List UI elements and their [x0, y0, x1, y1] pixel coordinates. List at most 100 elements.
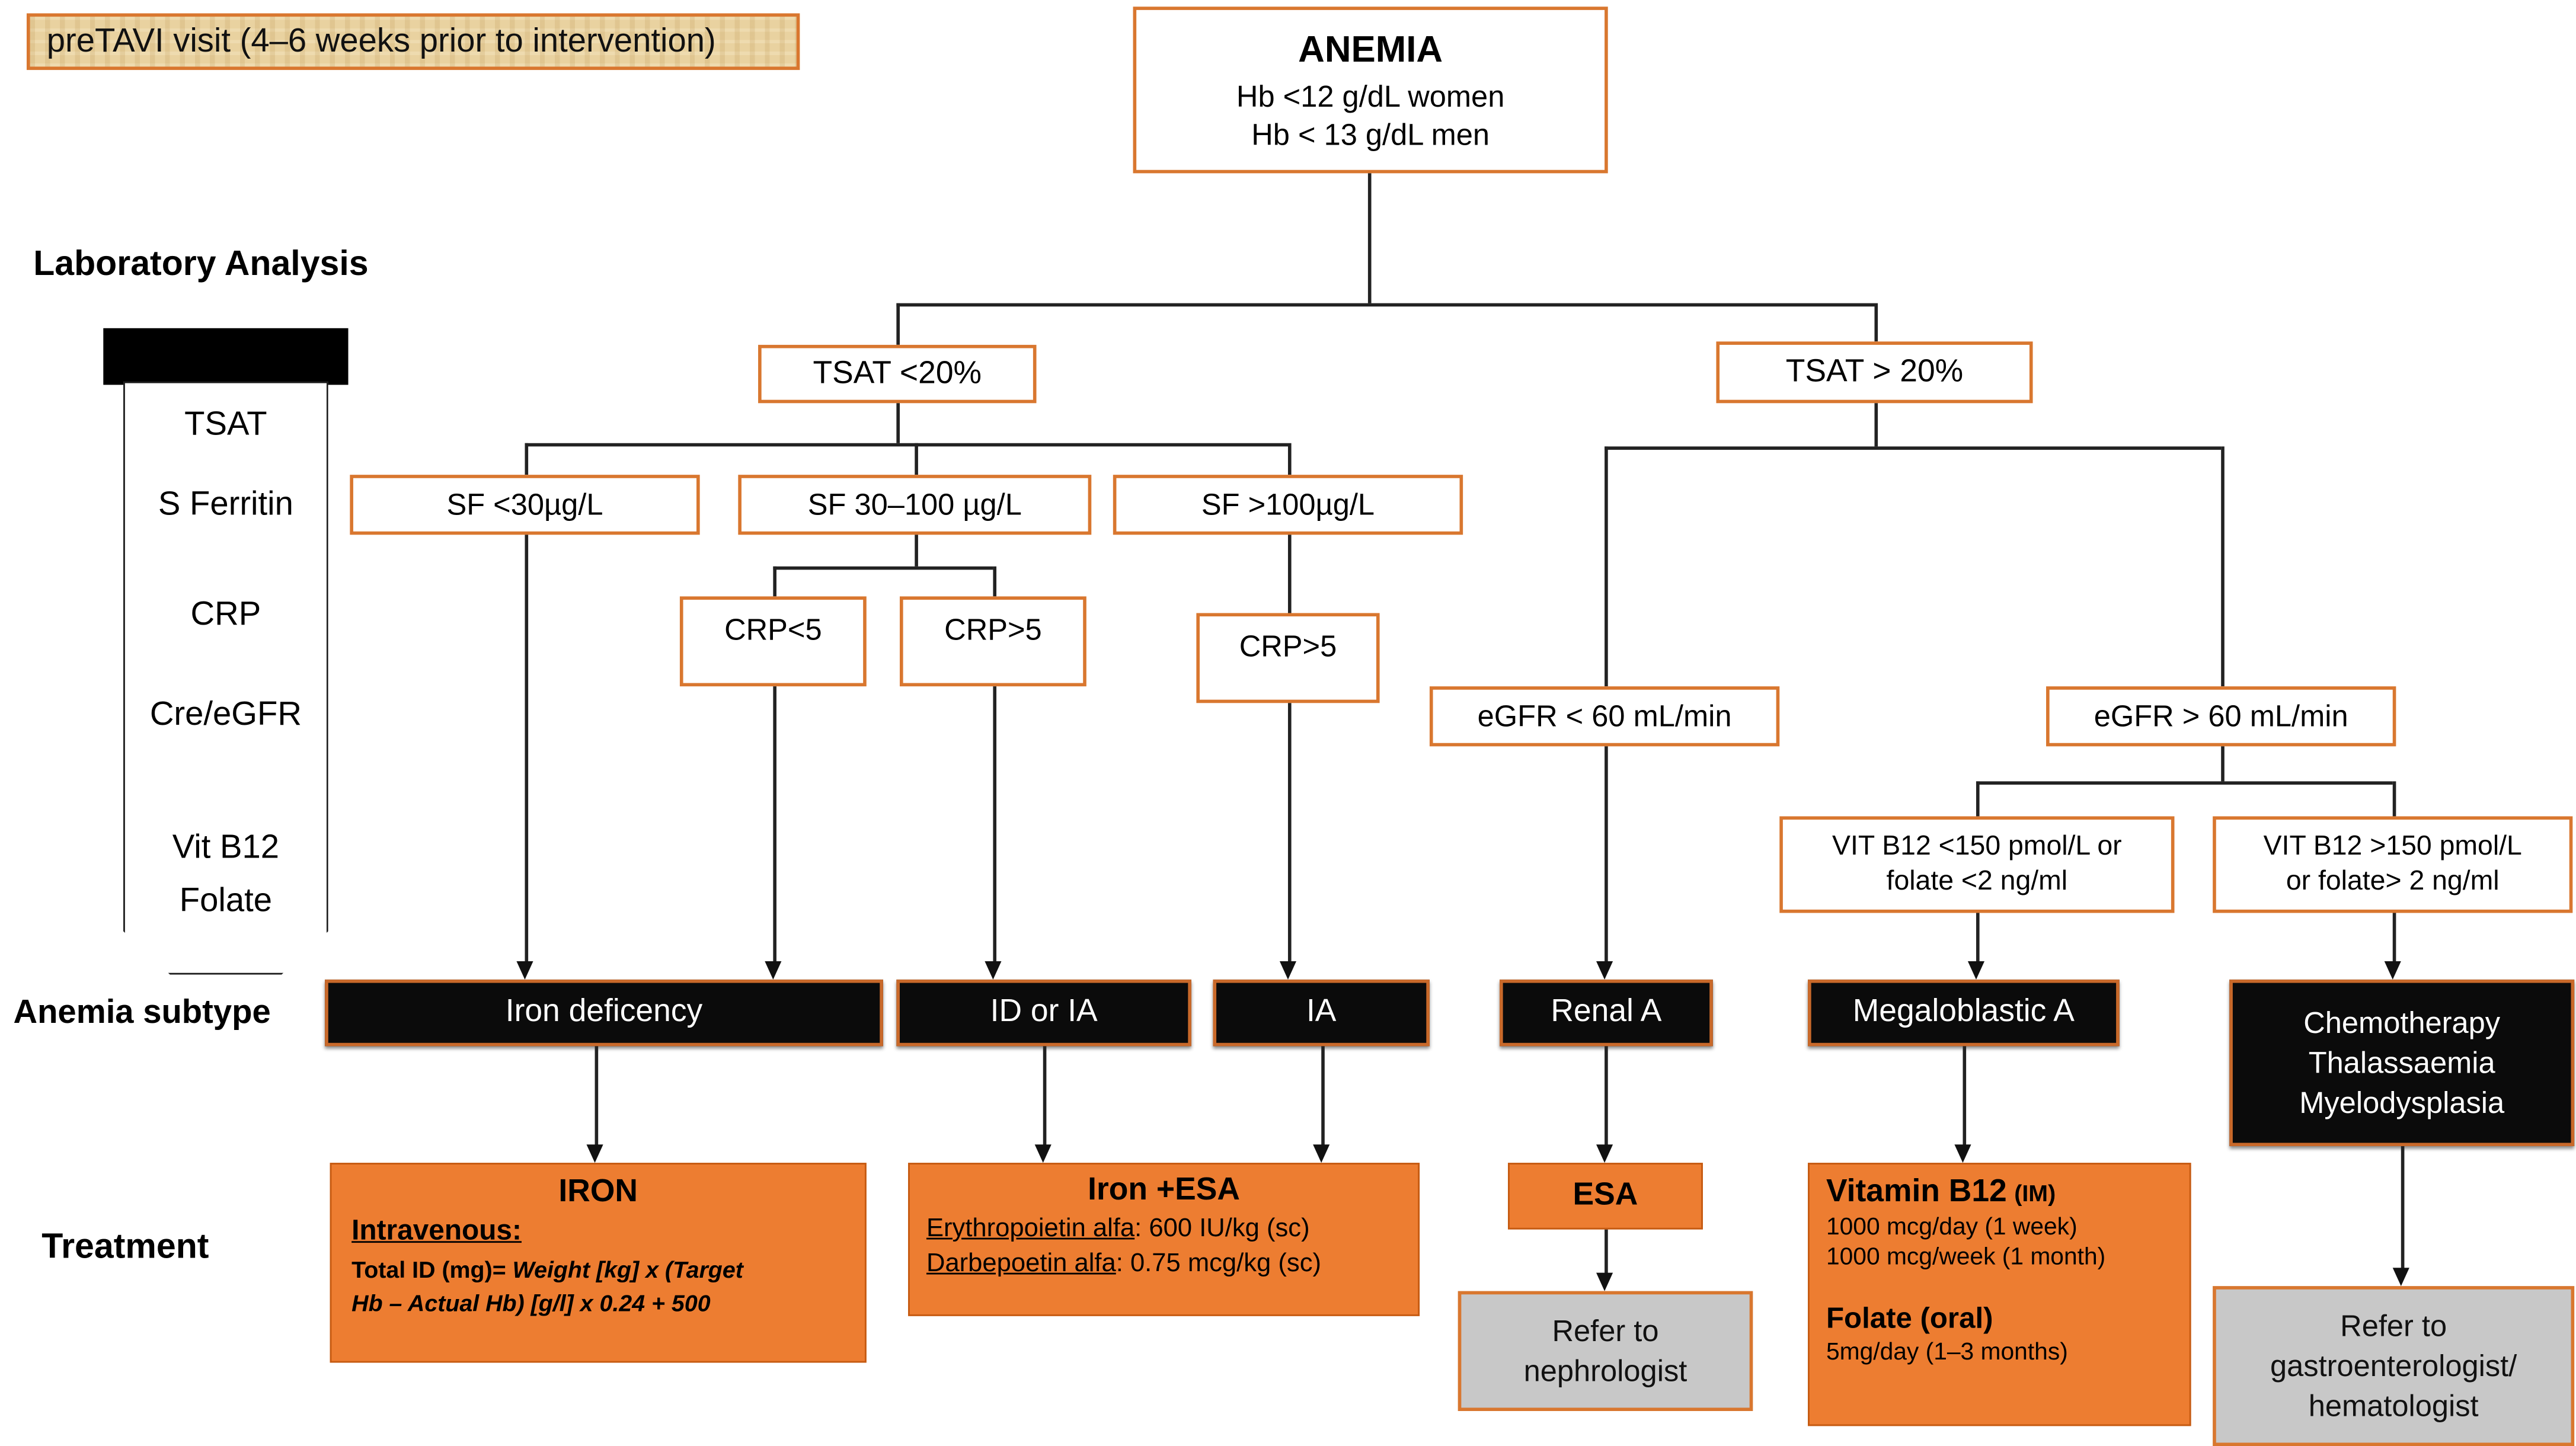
connector-line [595, 1046, 598, 1147]
connector-line [1976, 781, 2393, 784]
subtype-chemo-thalassaemia-myelodysplasia: Chemotherapy Thalassaemia Myelodysplasia [2229, 979, 2575, 1147]
connector-line [525, 443, 528, 475]
arrowhead-icon [2384, 961, 2401, 980]
treatment-b12-title-line: Vitamin B12 (IM) [1826, 1175, 2173, 1211]
arrowhead-icon [2392, 1268, 2409, 1287]
treatment-darbepoetin-name: Darbepoetin alfa [926, 1249, 1116, 1278]
treatment-b12-title-suffix: (IM) [2014, 1179, 2056, 1207]
node-sf-mid-label: SF 30–100 µg/L [807, 487, 1022, 522]
referral-gastro-line3: hematologist [2308, 1389, 2479, 1423]
connector-line [525, 443, 1288, 446]
treatment-darbepoetin-line: Darbepoetin alfa: 0.75 mcg/kg (sc) [926, 1249, 1401, 1279]
treatment-iron-formula-italic2: Hb – Actual Hb) [g/l] x 0.24 + 500 [351, 1290, 711, 1317]
node-crp-high-2-label: CRP>5 [1239, 629, 1337, 663]
connector-line [2221, 746, 2224, 782]
treatment-iron-title: IRON [558, 1174, 638, 1210]
tube-label-ferritin: S Ferritin [158, 486, 293, 523]
connector-line [915, 535, 918, 567]
node-crp-low: CRP<5 [679, 596, 867, 687]
treatment-b12-title: Vitamin B12 [1826, 1174, 2007, 1210]
node-egfr-low: eGFR < 60 mL/min [1429, 686, 1780, 747]
node-tsat-high: TSAT > 20% [1716, 341, 2033, 404]
connector-line [2392, 913, 2396, 963]
subtype-chemo-line1: Chemotherapy [2303, 1005, 2501, 1039]
node-b12-low-line1: VIT B12 <150 pmol/L or [1832, 831, 2122, 862]
tube-label-tsat: TSAT [184, 406, 267, 443]
node-b12-low-line2: folate <2 ng/ml [1886, 866, 2068, 897]
node-egfr-low-label: eGFR < 60 mL/min [1477, 699, 1732, 733]
connector-line [1367, 173, 1371, 303]
subtype-chemo-line2: Thalassaemia [2308, 1045, 2495, 1080]
subtype-iron-deficiency-label: Iron deficency [505, 994, 703, 1030]
connector-line [1287, 535, 1291, 613]
connector-line [2392, 781, 2396, 817]
connector-line [1321, 1046, 1324, 1147]
subtype-ia-label: IA [1306, 994, 1337, 1030]
arrowhead-icon [1596, 1272, 1613, 1291]
arrowhead-icon [516, 961, 533, 980]
treatment-iron-esa: Iron +ESA Erythropoietin alfa: 600 IU/kg… [908, 1163, 1420, 1316]
treatment-iron-formula-italic1: Weight [kg] x (Target [512, 1256, 743, 1283]
treatment-esa-title: ESA [1573, 1178, 1638, 1213]
subtype-id-or-ia-label: ID or IA [990, 994, 1098, 1030]
treatment-folate-dose: 5mg/day (1–3 months) [1826, 1339, 2068, 1367]
node-crp-high-2: CRP>5 [1196, 613, 1380, 703]
subtype-renal: Renal A [1499, 979, 1713, 1047]
tube-label-crp: CRP [190, 596, 261, 634]
node-tsat-high-label: TSAT > 20% [1785, 354, 1964, 389]
node-anemia-line1: Hb <12 g/dL women [1236, 80, 1505, 114]
subtype-megaloblastic: Megaloblastic A [1808, 979, 2120, 1047]
referral-gastro-line1: Refer to [2340, 1309, 2447, 1342]
tube-label-folate: Folate [179, 882, 273, 920]
connector-line [1287, 703, 1291, 963]
treatment-b12-dose2: 1000 mcg/week (1 month) [1826, 1244, 2106, 1271]
arrowhead-icon [765, 961, 782, 980]
treatment-epoetin-name: Erythropoietin alfa [926, 1214, 1135, 1243]
arrowhead-icon [586, 1144, 603, 1163]
arrowhead-icon [985, 961, 1002, 980]
connector-line [896, 303, 1875, 306]
node-b12-high: VIT B12 >150 pmol/L or folate> 2 ng/ml [2213, 816, 2573, 913]
treatment-darbepoetin-dose: : 0.75 mcg/kg (sc) [1116, 1249, 1322, 1278]
arrowhead-icon [1596, 1144, 1613, 1163]
arrowhead-icon [1967, 961, 1985, 980]
connector-line [525, 535, 528, 963]
node-b12-high-line2: or folate> 2 ng/ml [2286, 866, 2500, 897]
node-tsat-low-label: TSAT <20% [813, 356, 982, 391]
pretavi-banner: preTAVI visit (4–6 weeks prior to interv… [26, 13, 800, 71]
node-sf-high-label: SF >100µg/L [1201, 487, 1375, 522]
tube-label-vitb12: Vit B12 [172, 829, 280, 866]
subtype-megaloblastic-label: Megaloblastic A [1852, 994, 2075, 1030]
connector-line [896, 403, 899, 443]
referral-gastro-line2: gastroenterologist/ [2270, 1349, 2517, 1383]
connector-line [1605, 446, 1607, 687]
connector-line [1874, 303, 1877, 342]
connector-line [773, 686, 776, 963]
subtype-renal-label: Renal A [1551, 994, 1662, 1030]
laboratory-analysis-heading: Laboratory Analysis [33, 245, 369, 283]
connector-line [915, 443, 918, 475]
connector-line [1287, 443, 1291, 475]
connector-line [2401, 1146, 2404, 1270]
connector-line [1963, 1046, 1965, 1147]
treatment-iron-route: Intravenous: [351, 1214, 522, 1246]
connector-line [773, 566, 776, 597]
arrowhead-icon [1313, 1144, 1330, 1163]
treatment-row-label: Treatment [41, 1227, 209, 1266]
referral-gastro-hematology: Refer to gastroenterologist/ hematologis… [2213, 1286, 2575, 1446]
connector-line [1874, 403, 1877, 447]
node-b12-low: VIT B12 <150 pmol/L or folate <2 ng/ml [1779, 816, 2175, 913]
connector-line [1976, 913, 1979, 963]
referral-nephrologist: Refer to nephrologist [1458, 1291, 1753, 1412]
subtype-iron-deficiency: Iron deficency [325, 979, 883, 1047]
node-tsat-low: TSAT <20% [758, 344, 1037, 404]
treatment-iron: IRON Intravenous: Total ID (mg)= Weight … [330, 1163, 867, 1363]
connector-line [1976, 781, 1979, 817]
node-sf-mid: SF 30–100 µg/L [738, 475, 1092, 535]
treatment-b12-dose1: 1000 mcg/day (1 week) [1826, 1214, 2078, 1242]
connector-line [1605, 746, 1607, 963]
arrowhead-icon [1596, 961, 1613, 980]
node-crp-low-label: CRP<5 [724, 613, 822, 647]
